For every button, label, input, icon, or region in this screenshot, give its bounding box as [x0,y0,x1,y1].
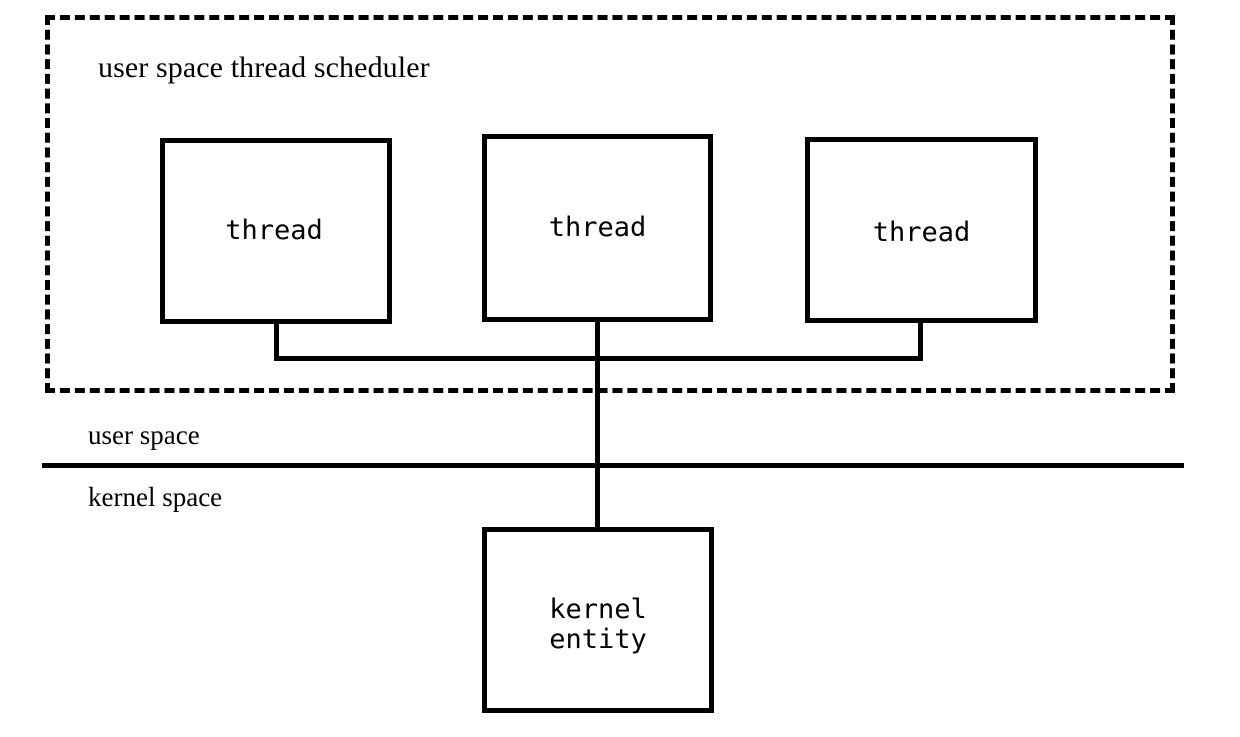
thread-box-1-label: thread [225,215,323,246]
user-space-scheduler-region [45,15,1175,393]
kernel-entity-box: kernel entity [482,527,714,713]
connector-stub-thread-3 [918,320,923,361]
thread-box-3: thread [805,137,1038,323]
thread-box-2-label: thread [548,212,647,243]
kernel-entity-label: kernel entity [549,594,647,655]
kernel-space-label: kernel space [88,482,223,512]
user-space-label: user space [88,420,200,450]
connector-trunk-to-kernel-entity [595,320,600,530]
user-kernel-space-divider [42,463,1184,468]
scheduler-region-label: user space thread scheduler [98,51,430,84]
thread-box-3-label: thread [872,217,971,248]
connector-stub-thread-1 [274,321,279,361]
thread-box-2: thread [482,134,713,322]
thread-box-1: thread [160,138,392,324]
